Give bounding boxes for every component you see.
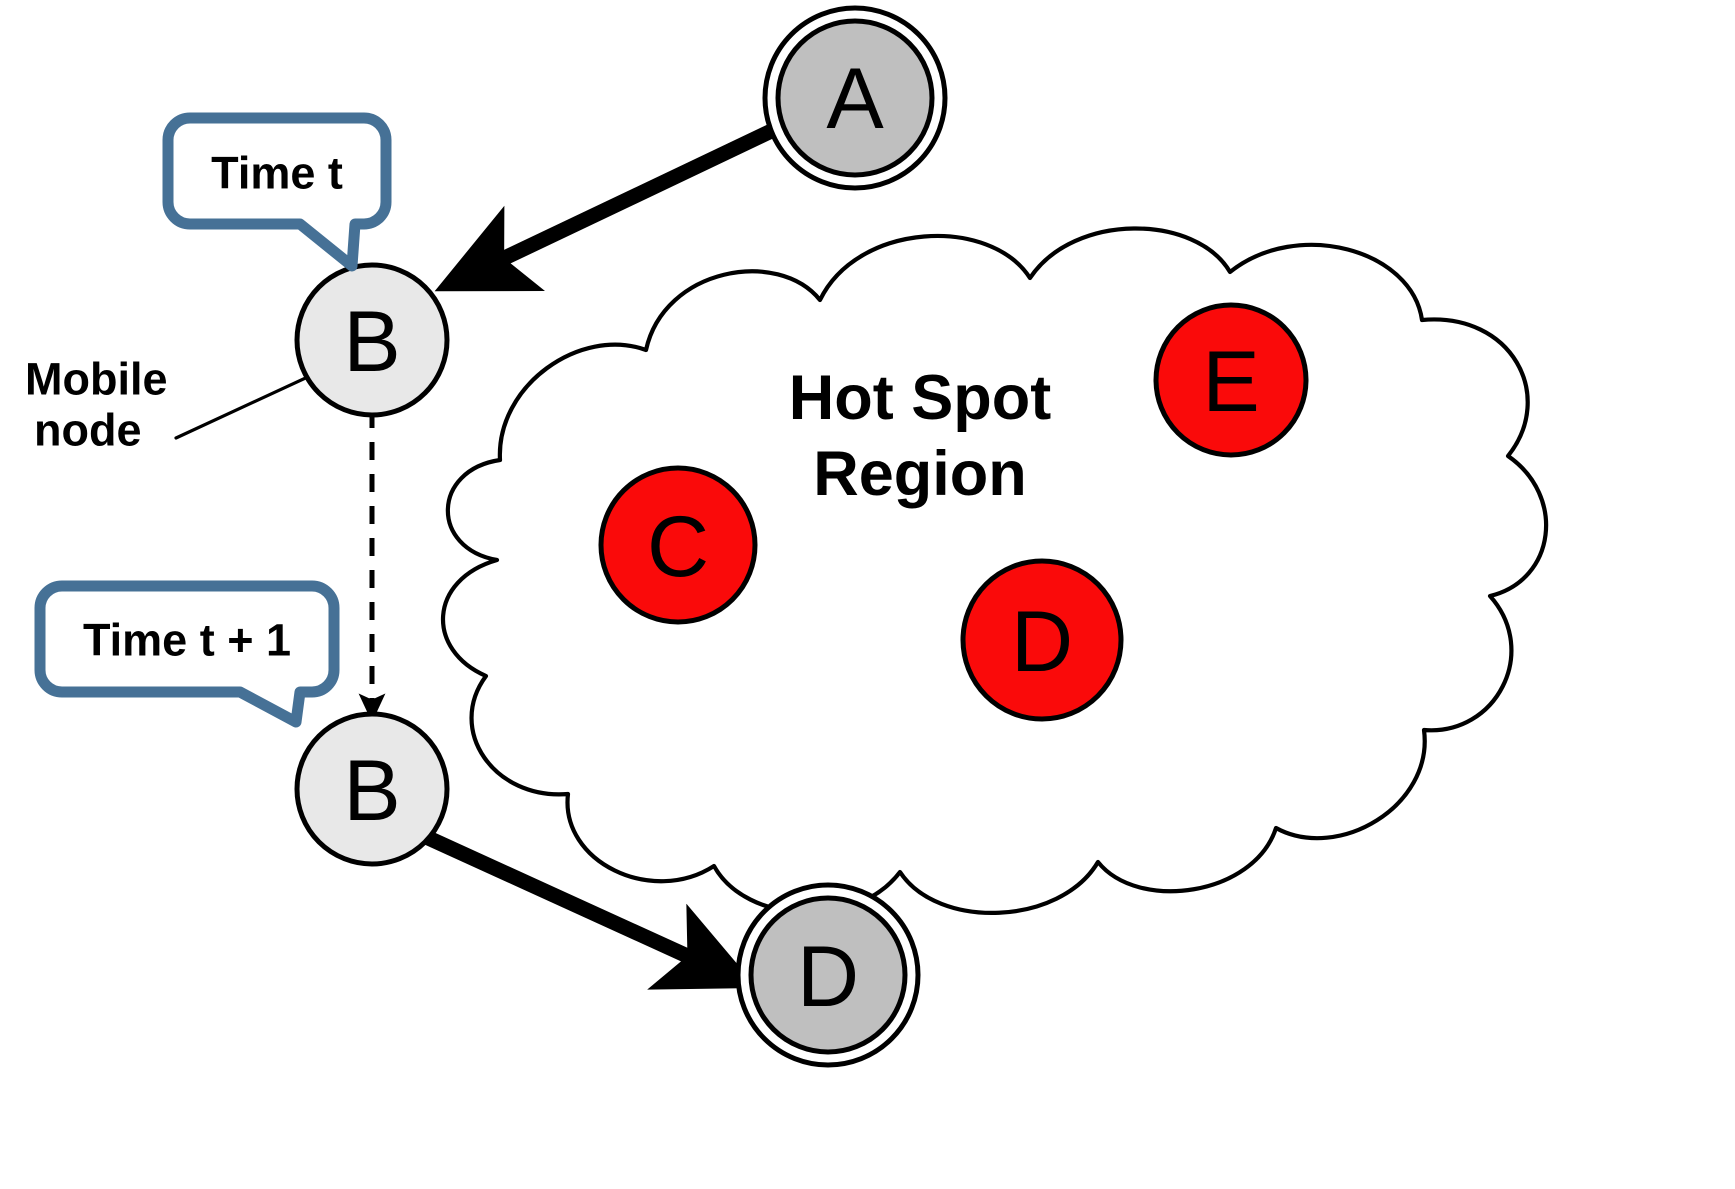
callout-time-t-bubble (162, 112, 392, 272)
node-d-target-label: D (797, 929, 859, 1025)
node-b-bottom-label: B (343, 743, 400, 839)
annotation-mobile-node-line-1: Mobile (25, 354, 168, 405)
edge-b-bottom-to-d (420, 829, 758, 990)
node-d-hotspot-label: D (1011, 594, 1073, 690)
node-b-bottom[interactable]: B (294, 711, 450, 867)
node-b-top-circle (294, 262, 450, 418)
node-e[interactable]: E (1153, 302, 1309, 458)
node-a[interactable]: A (762, 5, 948, 191)
node-d-hotspot-circle (960, 558, 1124, 722)
callout-time-t-label: Time t (211, 148, 343, 199)
node-c-label: C (647, 499, 709, 595)
node-c[interactable]: C (598, 465, 758, 625)
node-d-hotspot[interactable]: D (960, 558, 1124, 722)
callout-time-t[interactable]: Time t (162, 112, 392, 272)
leader-line-mobile-node (174, 367, 327, 440)
node-a-inner-circle (775, 18, 935, 178)
node-a-label: A (826, 51, 884, 147)
hot-spot-region-label: Hot Spot Region (789, 363, 1051, 509)
callout-time-t-plus-1-bubble (34, 580, 340, 728)
node-e-circle (1153, 302, 1309, 458)
annotation-mobile-node: Mobile node (25, 354, 168, 456)
node-e-label: E (1202, 334, 1259, 430)
node-d-target[interactable]: D (735, 882, 921, 1068)
callout-time-t-plus-1-label: Time t + 1 (83, 615, 291, 666)
node-b-top-label: B (343, 294, 400, 390)
node-d-target-inner-circle (748, 895, 908, 1055)
region-label-line-2: Region (813, 439, 1027, 509)
region-label-line-1: Hot Spot (789, 363, 1051, 433)
edge-a-to-b-top (434, 117, 790, 292)
annotation-mobile-node-line-2: node (34, 405, 142, 456)
callout-time-t-plus-1[interactable]: Time t + 1 (34, 580, 340, 728)
node-b-top[interactable]: B (294, 262, 450, 418)
node-c-circle (598, 465, 758, 625)
node-b-bottom-circle (294, 711, 450, 867)
